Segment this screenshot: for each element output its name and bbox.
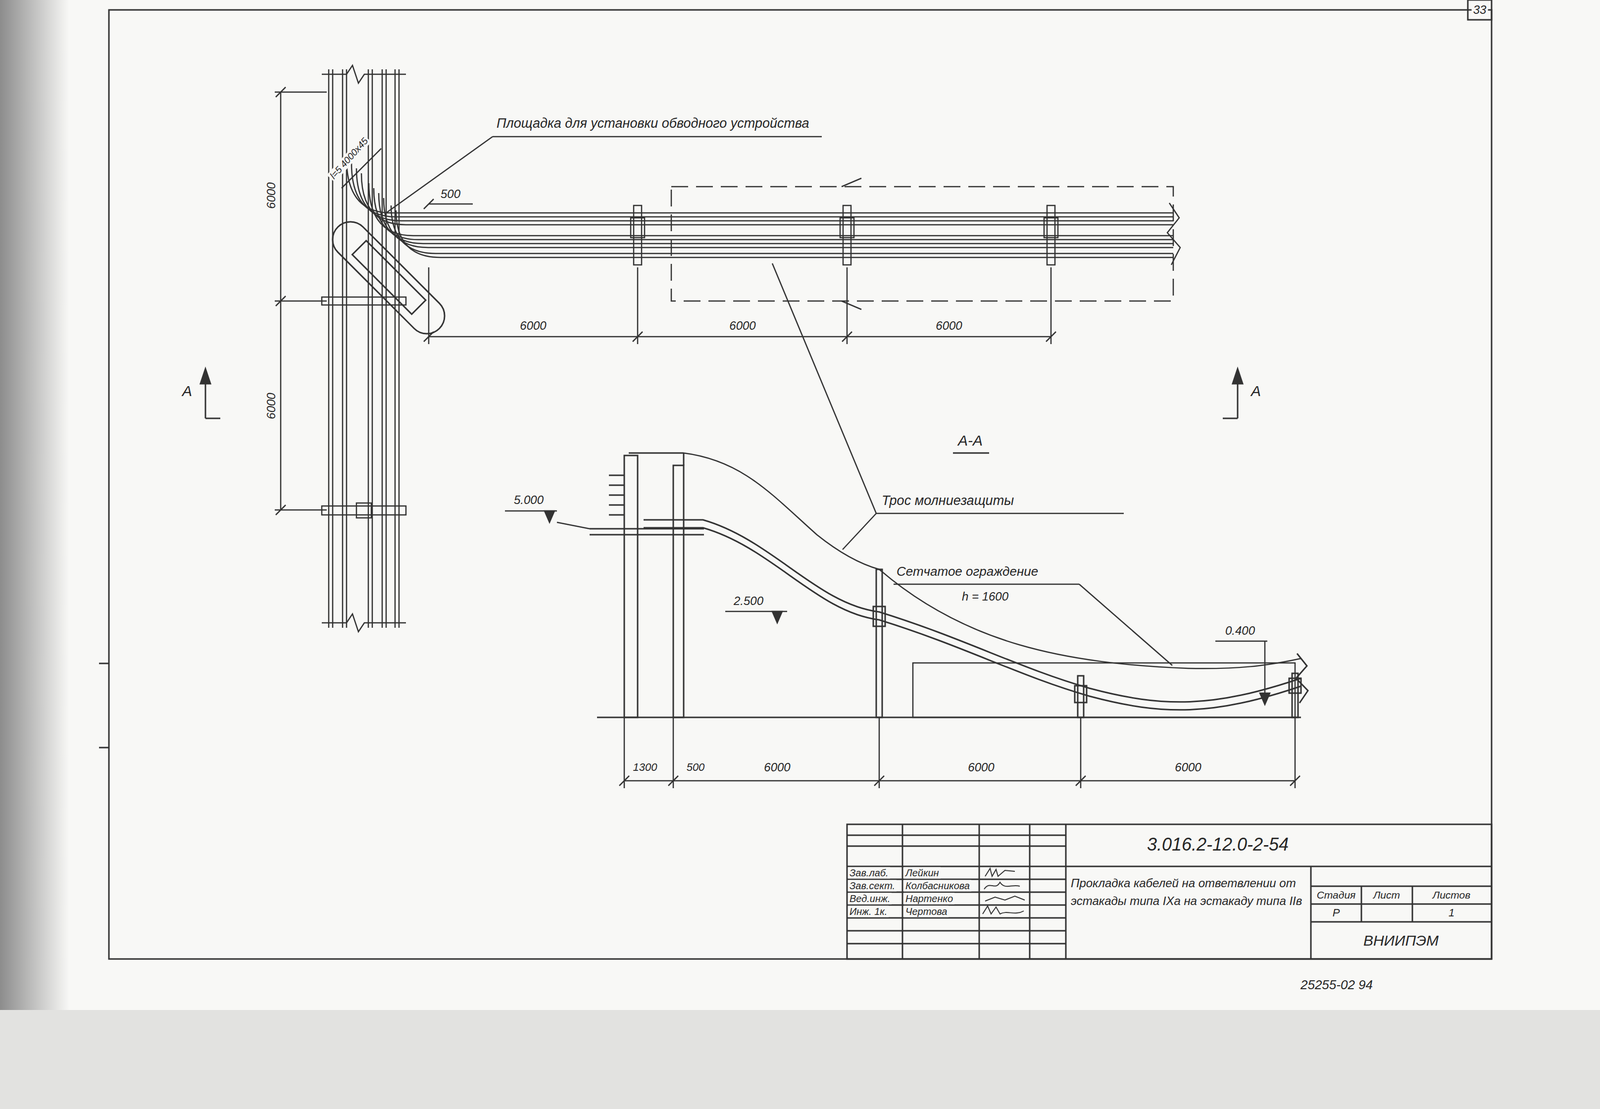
title-block [847,824,1492,959]
table-cell: Инж. 1к. [848,905,889,918]
section-letter: А [1249,382,1263,400]
section-marks [200,368,1243,453]
sheet-number: 33 [1471,2,1489,17]
leader-lines [386,136,1173,666]
table-cell: Стадия [1315,889,1358,901]
trestle-plan [321,65,406,632]
cables-section [643,519,1301,710]
archive-number: 25255-02 94 [1299,977,1375,993]
table-cell: Лист [1371,889,1402,901]
table-cell: Листов [1431,889,1472,901]
dimension: l=5 4000х45 [326,134,372,183]
dimension: 500 [685,760,707,774]
lightning-cable [683,452,1301,669]
callout-note: Сетчатое ограждение [895,564,1040,580]
table-cell: ВНИИПЭМ [1361,932,1441,950]
section-structure [589,452,1308,718]
level-mark: 5.000 [512,493,546,507]
table-cell: Р [1331,906,1342,919]
section-letter: А [180,382,194,400]
dimension-lines [619,717,1300,789]
table-cell: 1 [1447,906,1456,919]
level-mark: 0.400 [1223,623,1257,638]
dimension: 1300 [631,760,659,774]
dimension: 6000 [264,180,279,210]
section-title: А-А [956,432,985,450]
table-cell: Зав.сект. [848,880,897,892]
dimension: 6000 [966,760,996,775]
callout-note: Трос молниезащиты [880,493,1016,509]
table-cell: Прокладка кабелей на ответвлении от эста… [1069,874,1310,910]
level-mark: 2.500 [732,594,765,608]
dimension: 6000 [762,760,792,775]
table-cell: Лейкин [903,867,941,879]
table-cell: Нартенко [903,893,955,905]
drawing-code: 3.016.2-12.0-2-54 [1145,834,1291,855]
dimension: 500 [439,187,462,201]
dimension: 6000 [934,318,964,333]
dimension-lines [274,87,1056,515]
dashed-zone [671,186,1174,301]
dimension: 6000 [264,391,279,421]
table-cell: Чертова [903,905,949,918]
signatures [982,868,1025,914]
bypass-platform [325,214,452,342]
table-cell: Зав.лаб. [848,867,891,879]
dimension: 6000 [1173,760,1203,775]
dimension: 6000 [727,318,757,333]
scan-shade [0,1009,1600,1109]
callout-note: Площадка для установки обводного устройс… [495,110,825,136]
callout-note: h = 1600 [960,589,1010,604]
scan-shade [0,0,70,1109]
table-cell: Колбасникова [903,880,972,892]
table-cell: Вед.инж. [848,893,892,905]
frame [99,0,1492,959]
dimension: 6000 [518,318,548,333]
level-marks [504,510,1270,705]
cable-branch-plan [346,158,1181,265]
